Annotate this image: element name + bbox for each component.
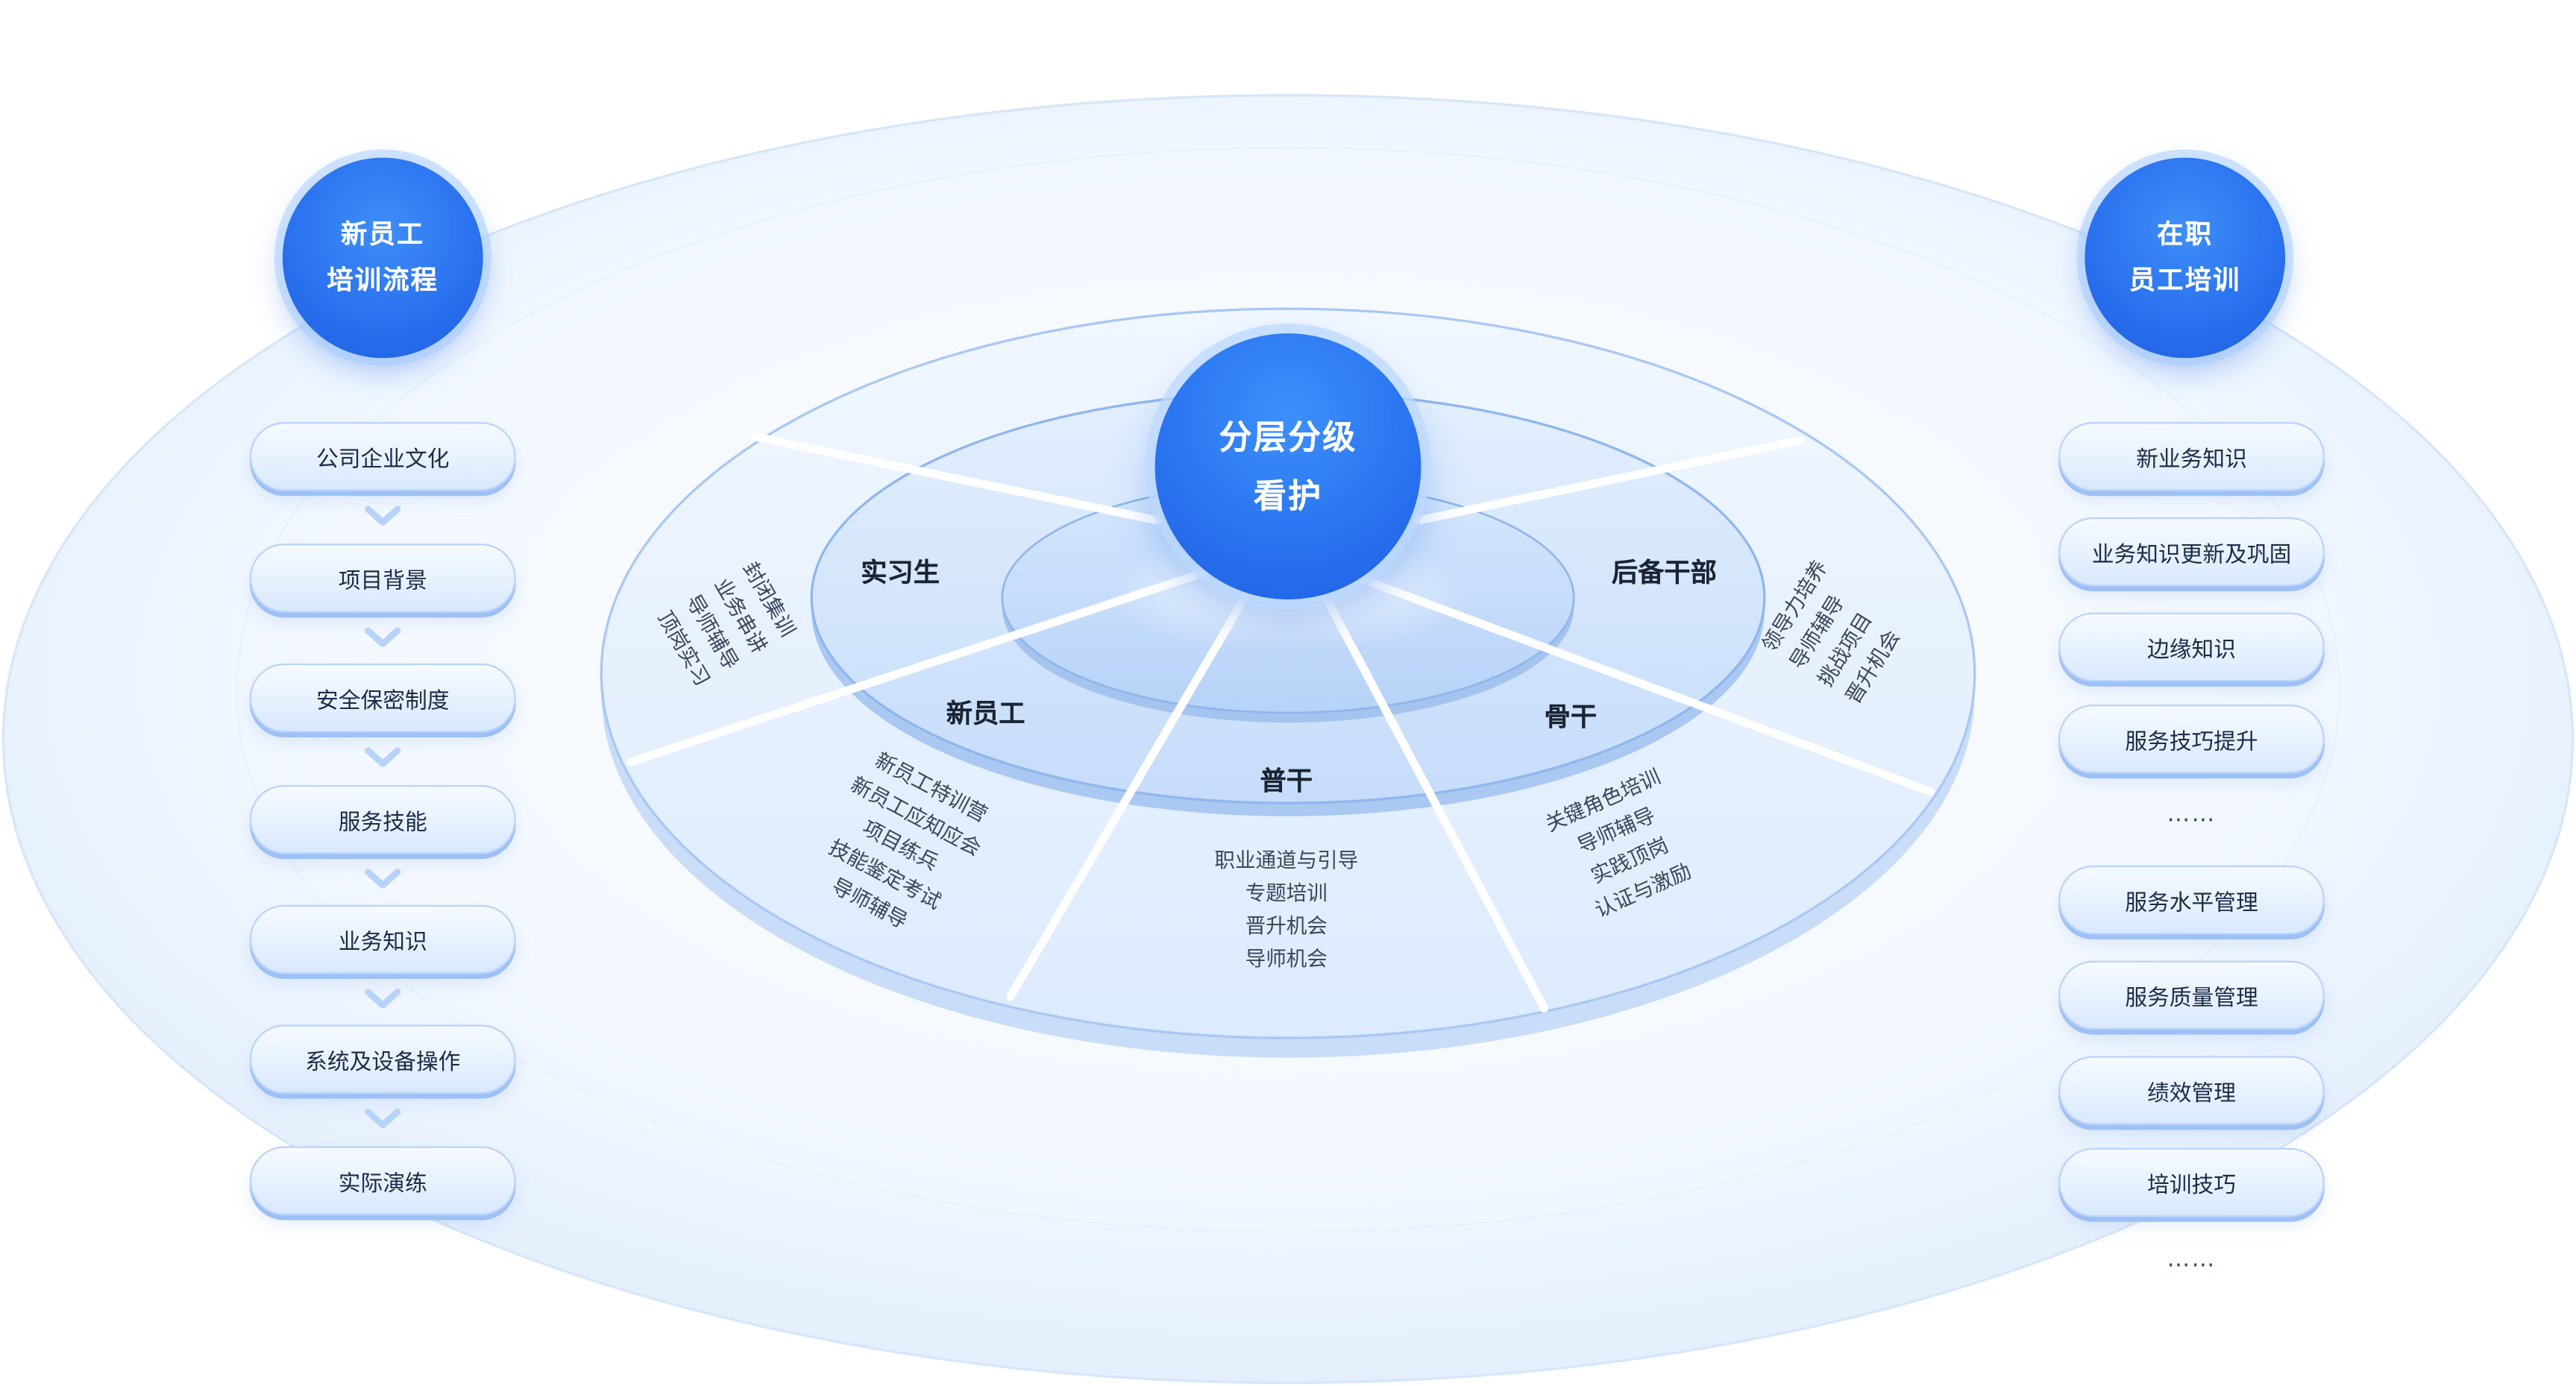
segment-label-reserve: 后备干部 xyxy=(1611,556,1717,588)
left-step: 业务知识 xyxy=(249,904,516,974)
left-step: 项目背景 xyxy=(249,544,516,613)
center-line2: 看护 xyxy=(1253,476,1323,516)
right-item: 服务技巧提升 xyxy=(2058,705,2325,774)
right-header-line1: 在职 xyxy=(2157,218,2214,250)
left-step: 服务技能 xyxy=(249,784,516,854)
chevron-down-icon xyxy=(365,747,401,767)
center-circle: 分层分级 看护 xyxy=(1155,333,1421,600)
general-item: 晋升机会 xyxy=(1245,913,1328,938)
general-items: 职业通道与引导 专题培训 晋升机会 导师机会 xyxy=(1214,844,1358,975)
left-step: 实际演练 xyxy=(249,1146,516,1216)
in-service-training-header: 在职 员工培训 xyxy=(2085,157,2286,359)
segment-label-intern: 实习生 xyxy=(861,556,940,588)
chevron-down-icon xyxy=(365,505,401,526)
segment-label-general: 普干 xyxy=(1260,765,1313,797)
general-item: 职业通道与引导 xyxy=(1214,847,1359,872)
right-item: 服务水平管理 xyxy=(2058,865,2325,935)
chevron-down-icon xyxy=(365,1108,401,1129)
chevron-down-icon xyxy=(365,869,401,889)
chevron-down-icon xyxy=(365,989,401,1009)
general-item: 导师机会 xyxy=(1245,945,1328,971)
left-header-line1: 新员工 xyxy=(341,218,425,250)
left-step: 系统及设备操作 xyxy=(249,1024,516,1094)
center-line1: 分层分级 xyxy=(1219,417,1357,457)
left-header-line2: 培训流程 xyxy=(327,264,439,296)
right-item: 培训技巧 xyxy=(2058,1147,2325,1218)
general-item: 专题培训 xyxy=(1245,880,1328,905)
segment-dividers xyxy=(626,432,1935,1013)
right-ellipsis-top: …… xyxy=(2167,801,2217,828)
right-item: 业务知识更新及巩固 xyxy=(2058,517,2325,587)
right-header-line2: 员工培训 xyxy=(2129,264,2241,296)
right-ellipsis-bottom: …… xyxy=(2167,1246,2217,1273)
right-item: 新业务知识 xyxy=(2058,422,2325,491)
segment-label-new-employee: 新员工 xyxy=(946,698,1025,730)
right-item: 边缘知识 xyxy=(2058,612,2325,682)
right-item: 服务质量管理 xyxy=(2058,960,2325,1030)
left-step: 安全保密制度 xyxy=(249,663,516,733)
new-employee-training-header: 新员工 培训流程 xyxy=(282,157,483,359)
background-ellipse-inner xyxy=(235,146,2341,1233)
right-item: 绩效管理 xyxy=(2058,1056,2325,1125)
segment-label-backbone: 骨干 xyxy=(1544,701,1598,733)
chevron-down-icon xyxy=(365,627,401,647)
left-step: 公司企业文化 xyxy=(249,422,516,491)
